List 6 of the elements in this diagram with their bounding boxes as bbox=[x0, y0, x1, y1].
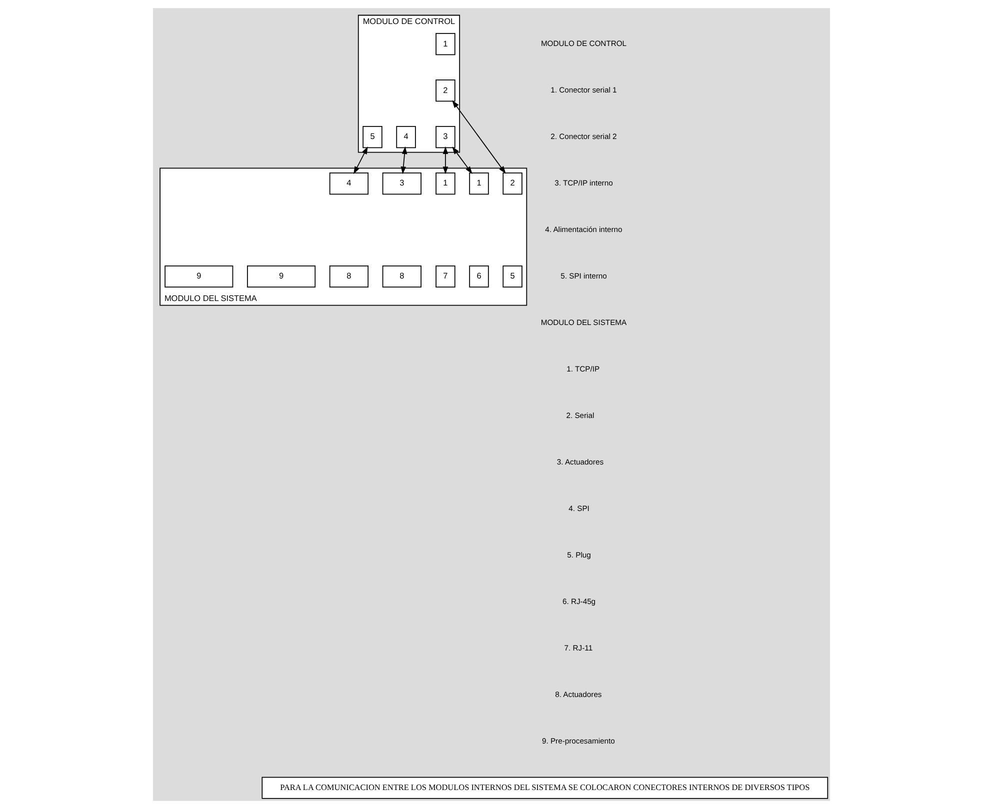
arrow bbox=[442, 146, 448, 174]
arrow bbox=[400, 146, 408, 174]
arrow bbox=[452, 146, 472, 174]
arrow bbox=[354, 146, 368, 174]
arrow bbox=[452, 100, 506, 174]
node-box: PARA LA COMUNICACION ENTRE LOS MODULOS INTERNOS DEL SISTEMA SE COLOCARON CONECTORES INTERNOS DE DIVERSOS TIPOS bbox=[262, 776, 828, 799]
